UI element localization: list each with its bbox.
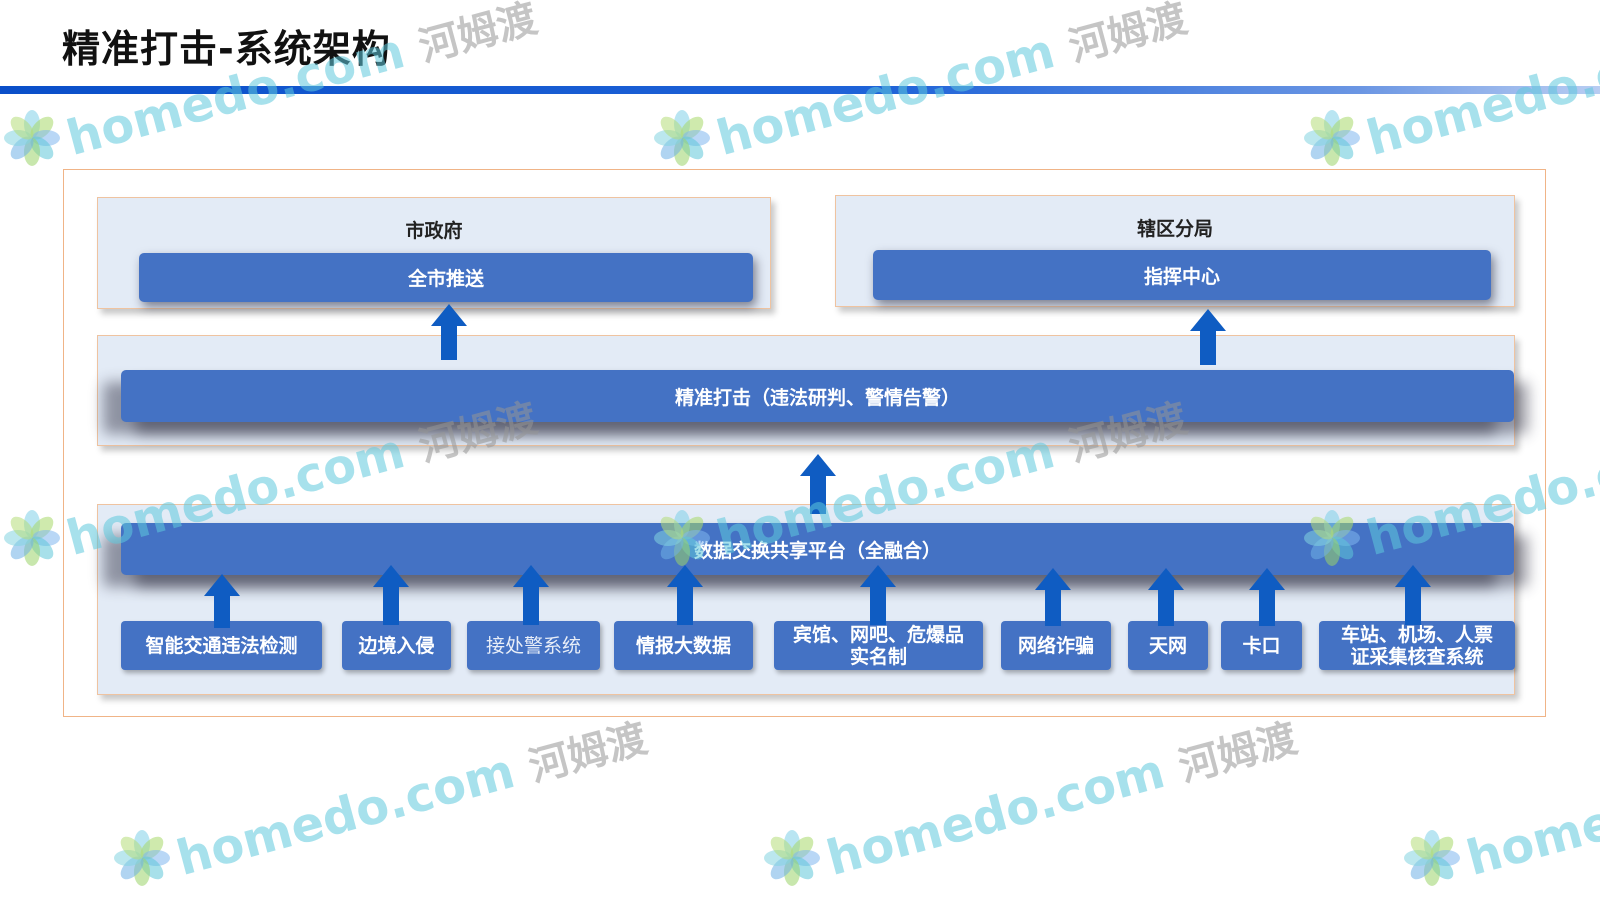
precision-strike-bar: 精准打击（违法研判、警情告警） bbox=[121, 370, 1514, 422]
flower-logo-icon bbox=[650, 106, 714, 170]
district-branch-title: 辖区分局 bbox=[1136, 218, 1213, 240]
source-skynet: 天网 bbox=[1128, 621, 1208, 670]
arrow-up-icon bbox=[860, 565, 896, 625]
arrow-up-icon bbox=[1190, 309, 1226, 365]
source-line: 宾馆、网吧、危爆品 bbox=[792, 623, 964, 646]
watermark: homedo.com 河姆渡 bbox=[0, 0, 551, 168]
watermark: homedo.com 河姆渡 bbox=[1300, 23, 1600, 168]
arrow-up-icon bbox=[513, 565, 549, 625]
flower-logo-icon bbox=[110, 826, 174, 890]
arrow-up-icon bbox=[800, 454, 836, 514]
citywide-push-bar: 全市推送 bbox=[139, 253, 753, 302]
source-station-airport-id-check: 车站、机场、人票 证采集核查系统 bbox=[1319, 621, 1515, 670]
source-intelligence-big-data: 情报大数据 bbox=[614, 621, 753, 670]
source-line: 实名制 bbox=[849, 645, 907, 668]
watermark-cn: 河姆渡 bbox=[1064, 0, 1192, 72]
arrow-up-icon bbox=[373, 565, 409, 625]
flower-logo-icon bbox=[1300, 106, 1364, 170]
flower-logo-icon bbox=[0, 106, 64, 170]
watermark-text: homedo.com 河姆渡 bbox=[170, 706, 652, 887]
watermark-latin: homedo.com bbox=[1461, 743, 1600, 888]
watermark: homedo.com 河姆渡 bbox=[650, 0, 1201, 168]
command-center-bar: 指挥中心 bbox=[873, 250, 1491, 300]
arrow-up-icon bbox=[667, 565, 703, 625]
arrow-up-icon bbox=[1035, 568, 1071, 626]
watermark-text: homedo.com 河姆渡 bbox=[710, 0, 1192, 167]
city-government-title: 市政府 bbox=[405, 220, 463, 242]
data-exchange-platform-bar: 数据交换共享平台（全融合） bbox=[121, 523, 1514, 575]
watermark-latin: homedo.com bbox=[821, 738, 1187, 888]
watermark: homedo.com 河姆渡 bbox=[760, 716, 1311, 888]
source-network-fraud: 网络诈骗 bbox=[1001, 621, 1111, 670]
source-hotel-internet-cafe-registration: 宾馆、网吧、危爆品 实名制 bbox=[774, 621, 983, 670]
source-police-dispatch-system: 接处警系统 bbox=[467, 621, 600, 670]
arrow-up-icon bbox=[1249, 568, 1285, 626]
watermark-cn: 河姆渡 bbox=[414, 0, 542, 72]
watermark-text: homedo.com 河姆渡 bbox=[1460, 706, 1600, 887]
watermark: homedo.com 河姆渡 bbox=[110, 716, 661, 888]
watermark-cn: 河姆渡 bbox=[1174, 715, 1302, 792]
source-checkpoint: 卡口 bbox=[1221, 621, 1302, 670]
arrow-up-icon bbox=[431, 304, 467, 360]
arrow-up-icon bbox=[1148, 568, 1184, 626]
flower-logo-icon bbox=[0, 506, 64, 570]
source-traffic-violation-detection: 智能交通违法检测 bbox=[121, 621, 322, 670]
flower-logo-icon bbox=[1400, 826, 1464, 890]
arrow-up-icon bbox=[1395, 565, 1431, 625]
watermark: homedo.com 河姆渡 bbox=[1400, 743, 1600, 888]
source-line: 车站、机场、人票 bbox=[1340, 623, 1493, 646]
watermark-text: homedo.com 河姆渡 bbox=[820, 706, 1302, 887]
watermark-cn: 河姆渡 bbox=[524, 715, 652, 792]
flower-logo-icon bbox=[760, 826, 824, 890]
source-line: 证采集核查系统 bbox=[1350, 645, 1484, 668]
source-border-intrusion: 边境入侵 bbox=[342, 621, 451, 670]
page-title: 精准打击-系统架构 bbox=[62, 27, 391, 71]
title-rule bbox=[0, 86, 1600, 94]
watermark-text: homedo.com 河姆渡 bbox=[1360, 0, 1600, 167]
arrow-up-icon bbox=[204, 574, 240, 628]
watermark-latin: homedo.com bbox=[171, 738, 537, 888]
